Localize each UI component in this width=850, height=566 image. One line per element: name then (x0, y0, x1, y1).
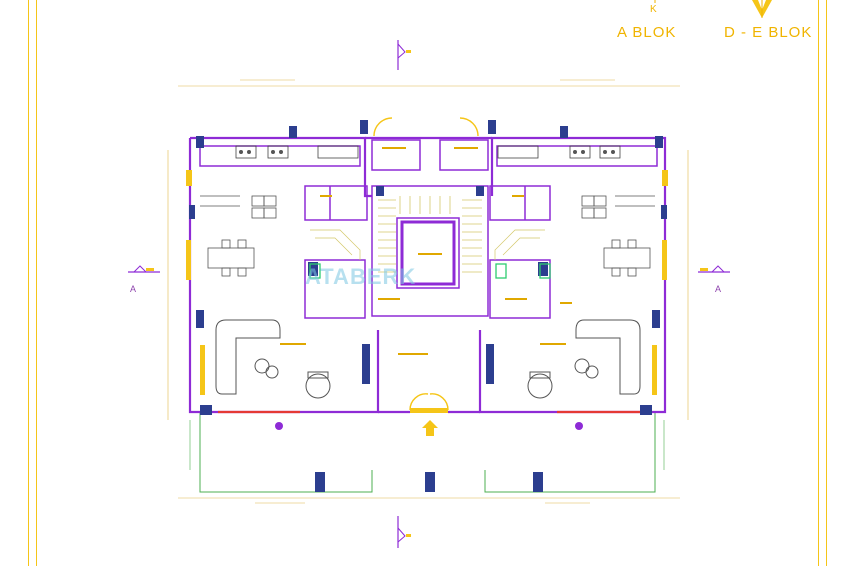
block-label-a: A BLOK (617, 24, 677, 41)
frame-left-outer (28, 0, 29, 566)
interior-walls (199, 139, 658, 319)
structural-columns (189, 120, 667, 492)
unit-stairs (310, 229, 545, 260)
section-marker-left-icon (128, 265, 160, 273)
entrance-doors (373, 117, 479, 411)
frame-right-inner (818, 0, 819, 566)
living-room-sofas (215, 319, 641, 399)
watermark-text: ATABERK (305, 264, 417, 289)
dining-tables (200, 195, 655, 277)
dimension-lines (167, 79, 689, 504)
frame-left-inner (36, 0, 37, 566)
section-marker-top-icon (397, 40, 411, 70)
block-label-de: D - E BLOK (724, 24, 813, 41)
central-staircase (378, 196, 482, 273)
north-arrow-icon (752, 0, 772, 18)
exterior-walls (188, 136, 667, 414)
entrance-arrow-icon (422, 420, 438, 436)
section-marker-bottom-icon (397, 516, 411, 548)
frame-right-outer (826, 0, 827, 566)
lamp-icons (275, 422, 583, 430)
elevator-shaft (400, 220, 456, 286)
room-label-marks (280, 147, 572, 355)
kitchen-counters (235, 145, 621, 159)
front-terrace (189, 412, 665, 493)
windows (186, 170, 668, 413)
north-letter: K (650, 4, 657, 15)
section-marker-right-icon (698, 265, 730, 273)
cooktop-icons (239, 150, 615, 154)
section-label-right: A (715, 284, 721, 294)
section-label-left: A (130, 284, 136, 294)
wc-fixtures (309, 263, 551, 279)
